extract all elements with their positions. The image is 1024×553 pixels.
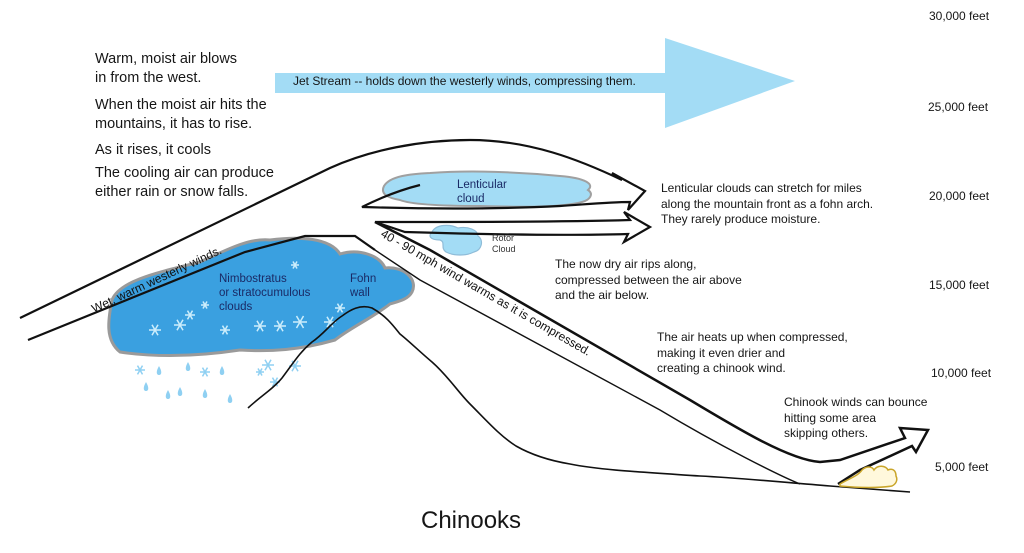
bounce-note: Chinook winds can bounce hitting some ar… <box>784 395 927 442</box>
cloud-label-line: Lenticular <box>457 179 507 191</box>
note-line: along the mountain front as a fohn arch. <box>661 196 874 211</box>
intro-line: either rain or snow falls. <box>95 184 249 200</box>
heats-up-note: The air heats up when compressed, making… <box>657 330 848 377</box>
cloud-label-line: cloud <box>457 193 485 205</box>
lenticular-wind-arrow <box>361 172 647 211</box>
windward-wind-band <box>19 138 623 342</box>
altitude-label-30000: 30,000 feet <box>929 9 990 23</box>
dry-air-note: The now dry air rips along, compressed b… <box>555 257 742 304</box>
rotor-wind-arrow <box>374 211 653 245</box>
note-line: Chinook winds can bounce <box>784 395 928 409</box>
note-line: skipping others. <box>784 426 869 440</box>
snowflake-icon <box>185 310 195 320</box>
raindrop-icon <box>143 382 149 391</box>
intro-paragraph-2: When the moist air hits the mountains, i… <box>95 96 267 134</box>
lenticular-note: Lenticular clouds can stretch for miles … <box>661 181 873 228</box>
note-line: The air heats up when compressed, <box>657 330 848 344</box>
altitude-label-10000: 10,000 feet <box>931 366 992 380</box>
intro-line: Warm, moist air blows <box>95 51 238 67</box>
raindrop-icon <box>202 389 208 398</box>
note-line: making it even drier and <box>657 345 786 360</box>
jet-stream-arrow <box>275 38 795 128</box>
raindrop-icon <box>185 362 191 371</box>
note-line: compressed between the air above <box>555 272 742 287</box>
intro-paragraph-3: As it rises, it cools <box>95 141 211 160</box>
note-line: The now dry air rips along, <box>555 257 697 271</box>
cloud-label-line: Rotor <box>492 233 515 243</box>
altitude-label-25000: 25,000 feet <box>928 100 989 114</box>
intro-paragraph-4: The cooling air can produce either rain … <box>95 164 274 202</box>
snowflake-icon <box>135 365 145 375</box>
town-icon <box>839 465 898 489</box>
snowflake-icon <box>262 359 274 371</box>
altitude-label-15000: 15,000 feet <box>929 278 990 292</box>
altitude-label-20000: 20,000 feet <box>929 189 990 203</box>
snowflake-icon <box>200 367 210 377</box>
note-line: They rarely produce moisture. <box>661 212 821 226</box>
intro-line: When the moist air hits the <box>95 97 267 113</box>
raindrop-icon <box>177 387 183 396</box>
snowflake-icon <box>254 320 266 332</box>
snowflake-icon <box>274 320 286 332</box>
rotor-cloud-label: Rotor Cloud <box>492 233 516 255</box>
mountain-outline <box>247 305 911 493</box>
cloud-label-line: Cloud <box>492 244 516 254</box>
cloud-label-line: Fohn <box>350 273 377 285</box>
intro-line: in from the west. <box>95 70 202 86</box>
cloud-label-line: wall <box>350 287 370 299</box>
snowflake-icon <box>335 303 345 313</box>
raindrop-icon <box>156 366 162 375</box>
intro-line: The cooling air can produce <box>95 165 274 181</box>
precipitation-icons <box>135 359 301 403</box>
raindrop-icon <box>219 366 225 375</box>
cloud-label-line: or stratocumulous <box>219 287 311 299</box>
raindrop-icon <box>227 394 233 403</box>
cloud-label-line: clouds <box>219 301 253 313</box>
nimbostratus-label: Nimbostratus or stratocumulous clouds <box>219 272 310 314</box>
rotor-cloud <box>429 224 483 256</box>
raindrop-icon <box>165 390 171 399</box>
cloud-label-line: Nimbostratus <box>219 273 287 285</box>
diagram-title: Chinooks <box>421 507 522 534</box>
nimbostratus-cloud <box>107 236 415 358</box>
intro-line: mountains, it has to rise. <box>95 116 253 132</box>
intro-line: As it rises, it cools <box>95 142 212 158</box>
snowflake-icons <box>149 261 345 336</box>
fohn-wall-label: Fohn wall <box>350 272 376 300</box>
intro-paragraph-1: Warm, moist air blows in from the west. <box>95 50 237 88</box>
snowflake-icon <box>256 368 264 376</box>
snowflake-icon <box>291 261 299 269</box>
jet-stream-label: Jet Stream -- holds down the westerly wi… <box>293 74 636 88</box>
lenticular-cloud-label: Lenticular cloud <box>457 178 507 206</box>
snowflake-icon <box>174 319 186 331</box>
note-line: creating a chinook wind. <box>657 361 786 375</box>
lenticular-cloud <box>382 170 592 208</box>
note-line: hitting some area <box>784 410 877 425</box>
note-line: and the air below. <box>555 288 650 302</box>
snowflake-icon <box>220 325 230 335</box>
leeward-wind-band <box>374 220 931 486</box>
snowflake-icon <box>201 301 209 309</box>
altitude-label-5000: 5,000 feet <box>935 460 989 474</box>
note-line: Lenticular clouds can stretch for miles <box>661 181 862 195</box>
snowflake-icon <box>149 324 161 336</box>
snowflake-icon <box>293 315 307 329</box>
